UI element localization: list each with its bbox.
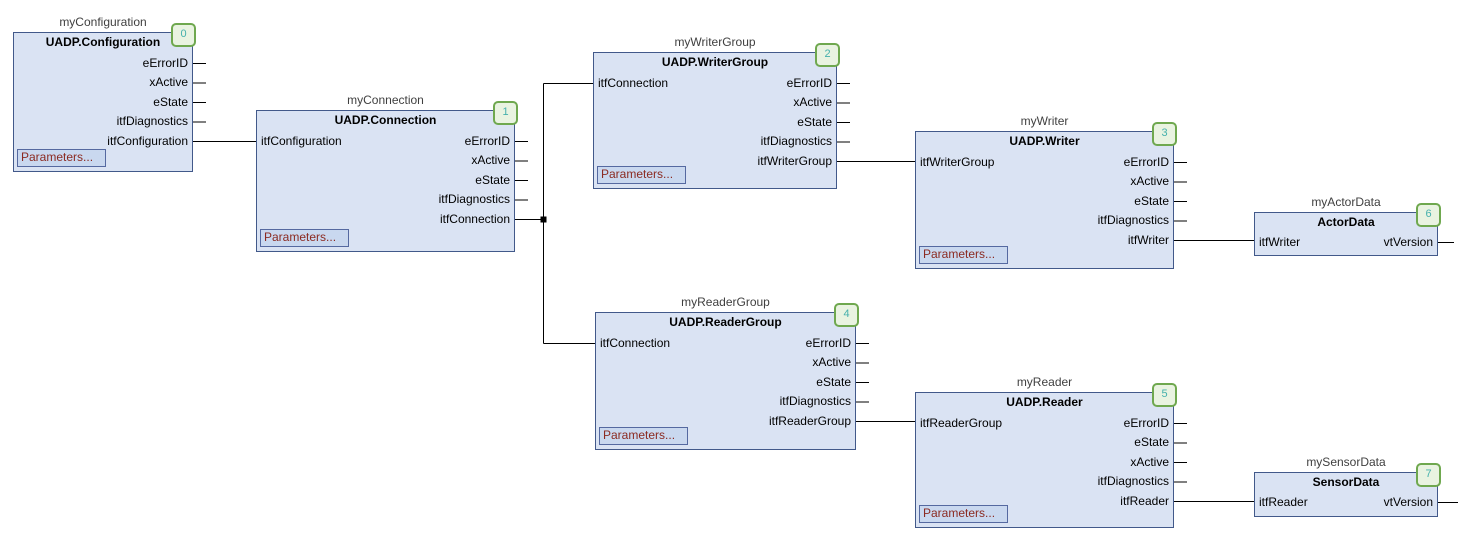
execution-order-badge: 6 <box>1416 203 1441 227</box>
output-pin-eerrorid[interactable]: eErrorID <box>786 76 832 90</box>
output-pin-vtversion[interactable]: vtVersion <box>1383 235 1433 249</box>
output-pin-xactive[interactable]: xActive <box>471 153 510 167</box>
parameters-button[interactable]: Parameters... <box>597 166 686 184</box>
fb-myactordata[interactable]: myActorData 6 ActorData itfWriter vtVers… <box>1254 195 1441 256</box>
fb-myconfiguration[interactable]: myConfiguration 0 UADP.Configuration eEr… <box>13 15 196 172</box>
instance-label: myActorData <box>1311 195 1381 209</box>
fb-myreadergroup[interactable]: myReaderGroup 4 UADP.ReaderGroup itfConn… <box>595 295 859 450</box>
block-title: UADP.Reader <box>1006 395 1083 409</box>
output-pin-estate[interactable]: eState <box>816 375 851 389</box>
output-pin-itfdiagnostics[interactable]: itfDiagnostics <box>1097 213 1169 227</box>
instance-label: myReaderGroup <box>681 295 770 309</box>
block-title: ActorData <box>1317 215 1375 229</box>
fb-mysensordata[interactable]: mySensorData 7 SensorData itfReader vtVe… <box>1254 455 1441 517</box>
output-pin-xactive[interactable]: xActive <box>149 75 188 89</box>
output-pin-itfwritergroup[interactable]: itfWriterGroup <box>757 154 832 168</box>
execution-order-badge: 5 <box>1152 383 1177 407</box>
output-pin-itfconfiguration[interactable]: itfConfiguration <box>107 134 188 148</box>
block-title: UADP.Connection <box>334 113 437 127</box>
output-pin-itfconnection[interactable]: itfConnection <box>439 212 510 226</box>
fb-myconnection[interactable]: myConnection 1 UADP.Connection itfConfig… <box>256 93 518 252</box>
execution-order-badge: 4 <box>834 303 859 327</box>
instance-label: myReader <box>1016 375 1073 389</box>
output-pin-itfdiagnostics[interactable]: itfDiagnostics <box>438 192 510 206</box>
input-pin-itfreadergroup[interactable]: itfReaderGroup <box>920 416 1003 430</box>
fb-myreader[interactable]: myReader 5 UADP.Reader itfReaderGroup eE… <box>915 375 1177 528</box>
execution-order-badge: 1 <box>493 101 518 125</box>
input-pin-itfreader[interactable]: itfReader <box>1259 495 1308 509</box>
output-pin-eerrorid[interactable]: eErrorID <box>805 336 851 350</box>
instance-label: myConfiguration <box>59 15 147 29</box>
input-pin-itfwriter[interactable]: itfWriter <box>1259 235 1301 249</box>
instance-label: myWriterGroup <box>674 35 756 49</box>
parameters-button[interactable]: Parameters... <box>599 427 688 445</box>
input-pin-itfconfiguration[interactable]: itfConfiguration <box>261 134 342 148</box>
input-pin-itfconnection[interactable]: itfConnection <box>598 76 669 90</box>
output-pin-estate[interactable]: eState <box>475 173 510 187</box>
output-pin-xactive[interactable]: xActive <box>1130 174 1169 188</box>
input-pin-itfconnection[interactable]: itfConnection <box>600 336 671 350</box>
output-pin-itfdiagnostics[interactable]: itfDiagnostics <box>1097 474 1169 488</box>
execution-order-badge: 7 <box>1416 463 1441 487</box>
output-pin-eerrorid[interactable]: eErrorID <box>1123 155 1169 169</box>
execution-order-badge: 0 <box>171 23 196 47</box>
output-pin-itfdiagnostics[interactable]: itfDiagnostics <box>116 114 188 128</box>
output-pin-itfwriter[interactable]: itfWriter <box>1127 233 1169 247</box>
output-pin-itfdiagnostics[interactable]: itfDiagnostics <box>779 394 851 408</box>
output-pin-estate[interactable]: eState <box>1134 194 1169 208</box>
fb-mywritergroup[interactable]: myWriterGroup 2 UADP.WriterGroup itfConn… <box>593 35 840 189</box>
instance-label: myConnection <box>347 93 424 107</box>
block-title: SensorData <box>1312 475 1380 489</box>
parameters-button[interactable]: Parameters... <box>17 149 106 167</box>
execution-order-badge: 3 <box>1152 122 1177 146</box>
output-pin-vtversion[interactable]: vtVersion <box>1383 495 1433 509</box>
output-pin-eerrorid[interactable]: eErrorID <box>1123 416 1169 430</box>
parameters-button[interactable]: Parameters... <box>260 229 349 247</box>
block-title: UADP.WriterGroup <box>661 55 769 69</box>
execution-order-badge: 2 <box>815 43 840 67</box>
output-pin-estate[interactable]: eState <box>1134 435 1169 449</box>
output-pin-eerrorid[interactable]: eErrorID <box>464 134 510 148</box>
output-pin-xactive[interactable]: xActive <box>1130 455 1169 469</box>
instance-label: myWriter <box>1020 114 1069 128</box>
output-pin-itfdiagnostics[interactable]: itfDiagnostics <box>760 134 832 148</box>
output-pin-estate[interactable]: eState <box>153 95 188 109</box>
parameters-button[interactable]: Parameters... <box>919 505 1008 523</box>
input-pin-itfwritergroup[interactable]: itfWriterGroup <box>920 155 995 169</box>
output-pin-xactive[interactable]: xActive <box>812 355 851 369</box>
output-pin-itfreader[interactable]: itfReader <box>1120 494 1169 508</box>
output-pin-eerrorid[interactable]: eErrorID <box>142 56 188 70</box>
output-pin-xactive[interactable]: xActive <box>793 95 832 109</box>
output-pin-itfreadergroup[interactable]: itfReaderGroup <box>768 414 851 428</box>
block-title: UADP.Writer <box>1009 134 1080 148</box>
parameters-button[interactable]: Parameters... <box>919 246 1008 264</box>
block-title: UADP.ReaderGroup <box>669 315 782 329</box>
instance-label: mySensorData <box>1306 455 1386 469</box>
block-title: UADP.Configuration <box>45 35 161 49</box>
output-pin-estate[interactable]: eState <box>797 115 832 129</box>
fb-mywriter[interactable]: myWriter 3 UADP.Writer itfWriterGroup eE… <box>915 114 1177 269</box>
